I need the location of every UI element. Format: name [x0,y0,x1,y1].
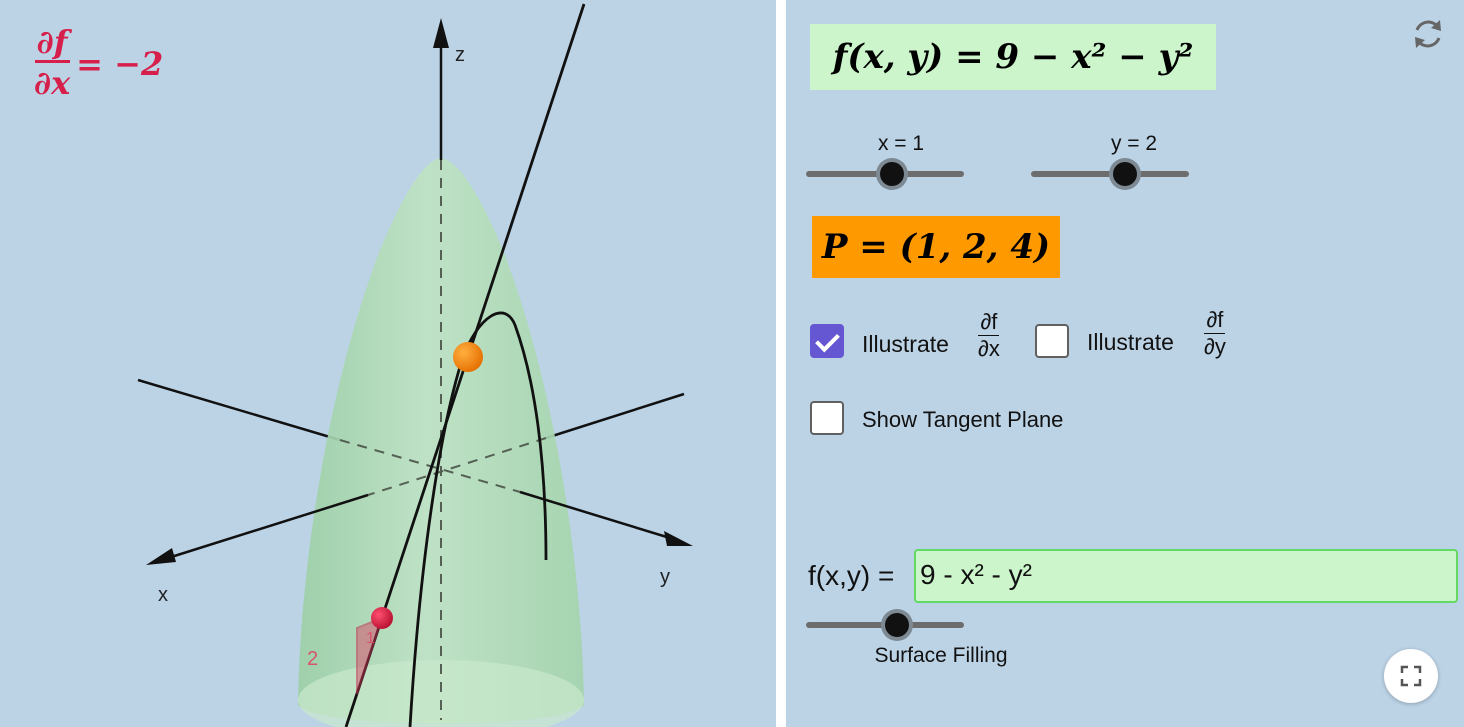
fullscreen-button[interactable] [1384,649,1438,703]
surface-filling-knob[interactable] [885,613,909,637]
function-input[interactable]: 9 - x² - y² [914,549,1458,603]
z-axis-label: z [455,44,465,66]
slope-point[interactable] [371,607,393,629]
cross-section-curve [408,311,548,727]
show-tangent-plane-label: Show Tangent Plane [862,407,1064,432]
point-display: P = (1, 2, 4) [812,216,1060,278]
function-input-label: f(x,y) = [808,560,895,591]
graphics-3d-view[interactable]: ∂f ∂x = −2 z x y 2 1 [0,0,776,727]
slider-x-label: x = 1 [877,132,925,155]
slider-y-track[interactable] [1031,171,1189,177]
dfdy-denominator: ∂y [1204,334,1226,359]
y-axis-back [545,392,685,440]
dfdy-numerator: ∂f [1204,307,1226,334]
slider-y-label: y = 2 [1110,132,1158,155]
dfdx-numerator: ∂f [978,309,1000,336]
function-display: f(x, y) = 9 − x² − y² [810,24,1216,90]
dfdx-fraction: ∂f ∂x [978,310,1000,362]
slider-y-knob[interactable] [1113,162,1137,186]
z-axis-arrow [433,18,449,48]
partial-denominator: ∂x [34,64,71,102]
slider-x-knob[interactable] [880,162,904,186]
controls-panel: f(x, y) = 9 − x² − y² x = 1 y = 2 P = (1… [786,0,1464,727]
show-tangent-plane-checkbox[interactable] [810,401,844,435]
surface-base [298,660,584,727]
3d-scene[interactable] [0,0,776,727]
x-axis-hidden [339,439,521,493]
slope-triangle [356,616,384,695]
x-axis-back [137,378,341,442]
slope-run-label: 1 [366,630,375,647]
dfdy-fraction: ∂f ∂y [1204,308,1226,360]
x-axis-arrow [146,548,176,565]
refresh-icon[interactable] [1410,16,1446,52]
illustrate-dfdy-label: Illustrate [1087,329,1174,355]
x-axis-label: x [158,584,168,606]
partial-derivative-label: ∂f ∂x = −2 [34,24,163,103]
illustrate-dfdy-checkbox[interactable] [1035,324,1069,358]
illustrate-dfdx-label: Illustrate [862,331,949,357]
y-axis-hidden [367,437,547,496]
y-axis-label: y [660,566,670,588]
surface-filling-label: Surface Filling [874,644,1008,667]
x-axis-front [167,493,369,560]
partial-value: = −2 [76,44,164,83]
dfdx-denominator: ∂x [978,336,1000,361]
y-axis-arrow [664,531,693,546]
point-p[interactable] [453,342,483,372]
partial-numerator: ∂f [34,23,70,63]
view-divider[interactable] [776,0,786,727]
fullscreen-icon [1400,665,1422,687]
illustrate-dfdx-checkbox[interactable] [810,324,844,358]
slope-rise-label: 2 [307,648,319,670]
